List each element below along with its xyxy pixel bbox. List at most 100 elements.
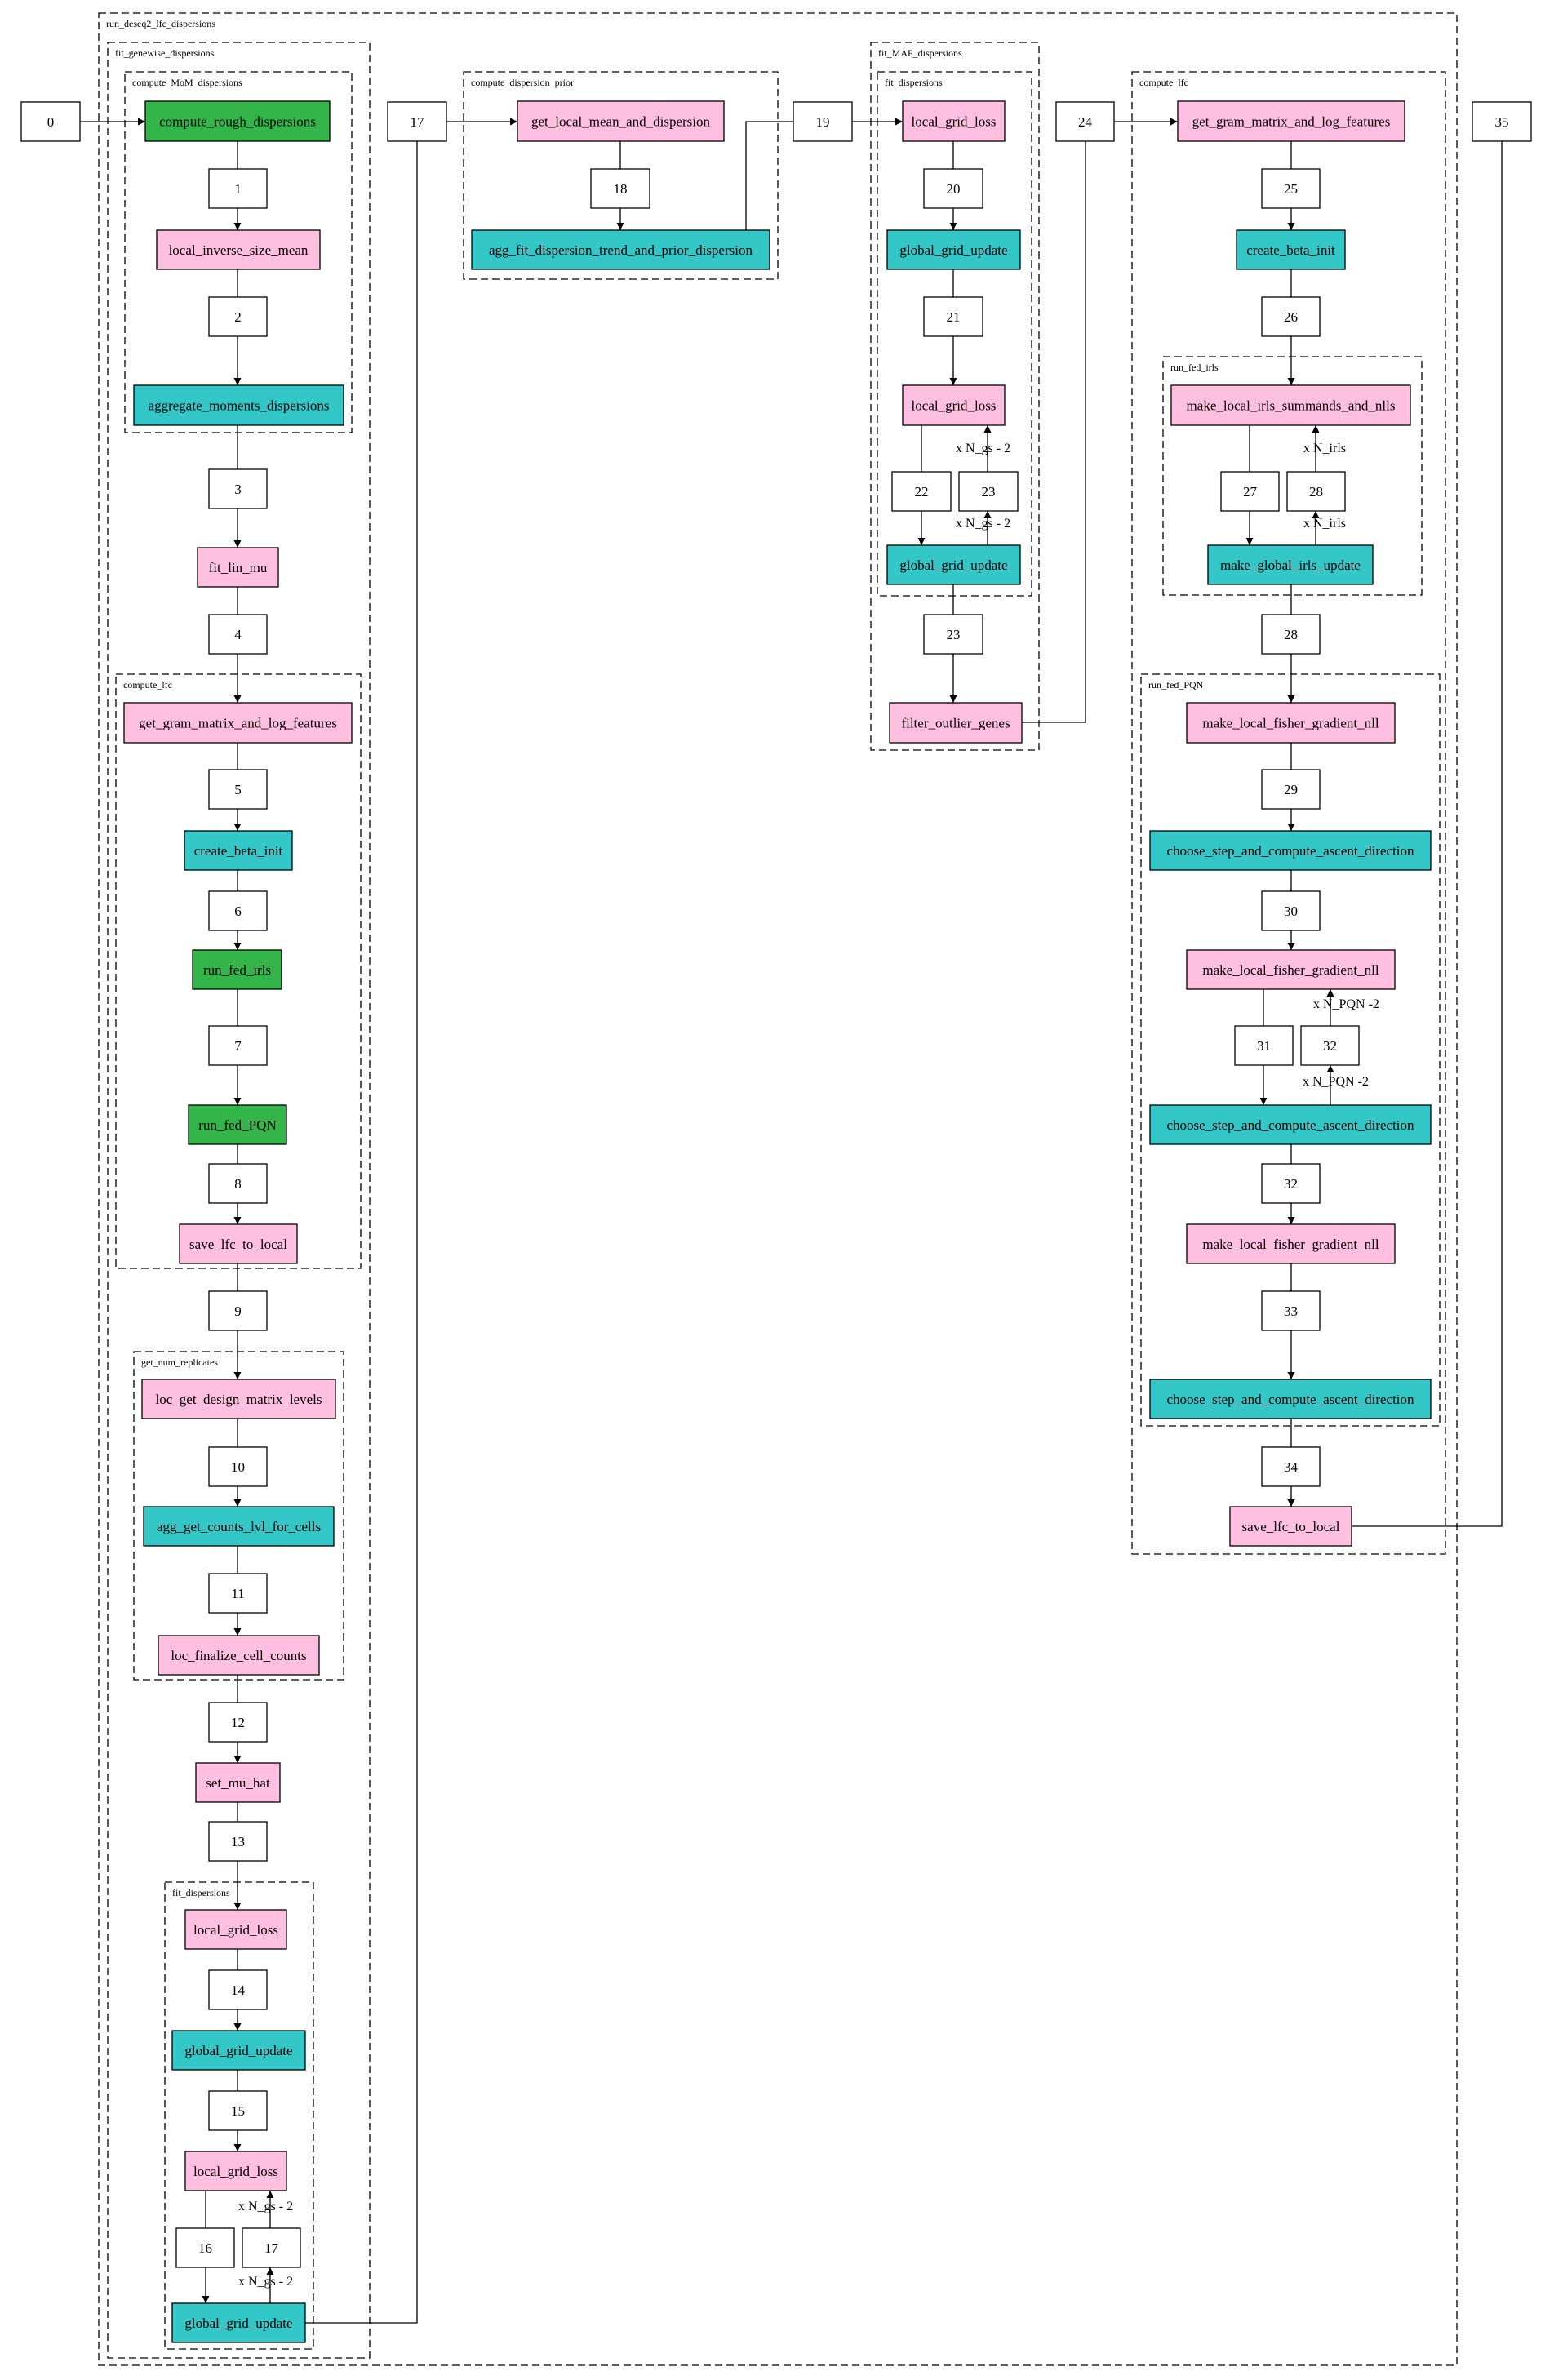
node-box — [1149, 1104, 1432, 1145]
node-box — [590, 168, 650, 209]
node-amd: aggregate_moments_dispersions — [133, 384, 344, 426]
node-label: loc_get_design_matrix_levels — [156, 1392, 322, 1407]
loop-label-loop4a: x N_PQN -2 — [1313, 997, 1379, 1011]
node-label: 5 — [234, 782, 242, 797]
node-agcl: agg_get_counts_lvl_for_cells — [143, 1506, 335, 1547]
node-box — [208, 296, 268, 337]
edge-49 — [1022, 141, 1086, 723]
node-box — [208, 769, 268, 810]
node-box — [793, 101, 853, 142]
node-fog: filter_outlier_genes — [889, 702, 1023, 744]
node-box — [886, 544, 1021, 585]
node-label: 17 — [411, 114, 425, 130]
node-lgl4: local_grid_loss — [902, 384, 1006, 426]
node-lgl1: local_grid_loss — [184, 1909, 287, 1950]
node-label: 29 — [1284, 782, 1298, 797]
node-csc2: choose_step_and_compute_ascent_direction — [1149, 1104, 1432, 1145]
node-label: make_local_fisher_gradient_nll — [1202, 1237, 1379, 1252]
node-box — [208, 1163, 268, 1204]
node-box — [175, 2227, 235, 2268]
node-n30: 30 — [1261, 890, 1321, 931]
node-box — [1286, 471, 1346, 512]
node-label: 31 — [1257, 1038, 1271, 1054]
node-n23: 23 — [923, 614, 983, 655]
node-box — [902, 384, 1006, 426]
node-label: run_fed_PQN — [198, 1117, 276, 1133]
node-box — [958, 471, 1019, 512]
node-label: make_global_irls_update — [1220, 557, 1361, 573]
node-box — [184, 1909, 287, 1950]
cluster-run_deseq2 — [98, 12, 1458, 2366]
edge-38 — [745, 121, 793, 230]
node-label: run_fed_irls — [203, 962, 271, 978]
node-box — [123, 702, 353, 744]
node-ggu3: global_grid_update — [886, 229, 1021, 270]
node-label: global_grid_update — [899, 557, 1007, 573]
node-n29: 29 — [1261, 769, 1321, 810]
node-box — [1055, 101, 1115, 142]
node-label: 4 — [234, 627, 242, 642]
node-slfc1: save_lfc_to_local — [179, 1223, 298, 1264]
node-lfcc: loc_finalize_cell_counts — [158, 1635, 320, 1676]
node-flm: fit_lin_mu — [197, 547, 279, 588]
node-box — [208, 890, 268, 931]
node-label: make_local_fisher_gradient_nll — [1202, 962, 1379, 978]
node-label: 11 — [231, 1586, 244, 1601]
node-lgdml: loc_get_design_matrix_levels — [141, 1379, 336, 1419]
node-n7: 7 — [208, 1025, 268, 1066]
node-n35: 35 — [1472, 101, 1532, 142]
node-rfi: run_fed_irls — [192, 949, 282, 990]
node-label: loc_finalize_cell_counts — [171, 1648, 306, 1663]
cluster-lfc1 — [115, 673, 362, 1269]
node-label: 34 — [1284, 1459, 1299, 1475]
node-box — [188, 1104, 287, 1145]
node-box — [1234, 1025, 1294, 1066]
node-crd: compute_rough_dispersions — [144, 100, 331, 142]
cluster-prior — [463, 71, 779, 280]
loop-label-loop2b: x N_gs - 2 — [956, 517, 1010, 531]
node-mlf3: make_local_fisher_gradient_nll — [1186, 1223, 1396, 1264]
node-label: set_mu_hat — [206, 1775, 270, 1791]
cluster-label-run_deseq2: run_deseq2_lfc_dispersions — [106, 18, 215, 29]
node-box — [923, 168, 983, 209]
node-label: 9 — [234, 1303, 242, 1319]
node-label: 26 — [1284, 309, 1298, 325]
node-ggu2: global_grid_update — [171, 2302, 306, 2343]
node-box — [171, 2302, 306, 2343]
node-label: filter_outlier_genes — [901, 716, 1010, 731]
node-box — [208, 1969, 268, 2010]
node-n32: 32 — [1261, 1163, 1321, 1204]
cluster-fit_gw — [107, 42, 371, 2359]
cluster-label-map: fit_MAP_dispersions — [878, 47, 962, 59]
node-ggu1: global_grid_update — [171, 2030, 306, 2071]
node-label: 27 — [1243, 484, 1258, 500]
node-n17a: 17 — [242, 2227, 301, 2268]
node-box — [1261, 168, 1321, 209]
cluster-label-fd2: fit_dispersions — [885, 77, 943, 88]
node-n11: 11 — [208, 1573, 268, 1614]
node-gram1: get_gram_matrix_and_log_features — [123, 702, 353, 744]
node-label: choose_step_and_compute_ascent_direction — [1166, 1392, 1414, 1407]
node-box — [144, 100, 331, 142]
cluster-irls — [1162, 356, 1423, 596]
node-label: 33 — [1284, 1303, 1298, 1319]
loop-label-loop3a: x N_irls — [1303, 442, 1346, 455]
cluster-mom — [124, 71, 353, 433]
node-smh: set_mu_hat — [195, 1762, 281, 1803]
node-n33: 33 — [1261, 1290, 1321, 1331]
node-label: choose_step_and_compute_ascent_direction — [1166, 843, 1414, 859]
node-box — [471, 229, 770, 270]
node-label: 12 — [231, 1715, 245, 1730]
node-rfp: run_fed_PQN — [188, 1104, 287, 1145]
node-label: create_beta_init — [1246, 242, 1335, 258]
node-ggu4: global_grid_update — [886, 544, 1021, 585]
node-label: 20 — [947, 181, 961, 197]
node-n3: 3 — [208, 468, 268, 509]
node-box — [141, 1379, 336, 1419]
node-box — [208, 1573, 268, 1614]
node-box — [923, 614, 983, 655]
node-n2: 2 — [208, 296, 268, 337]
node-label: 16 — [198, 2240, 212, 2256]
